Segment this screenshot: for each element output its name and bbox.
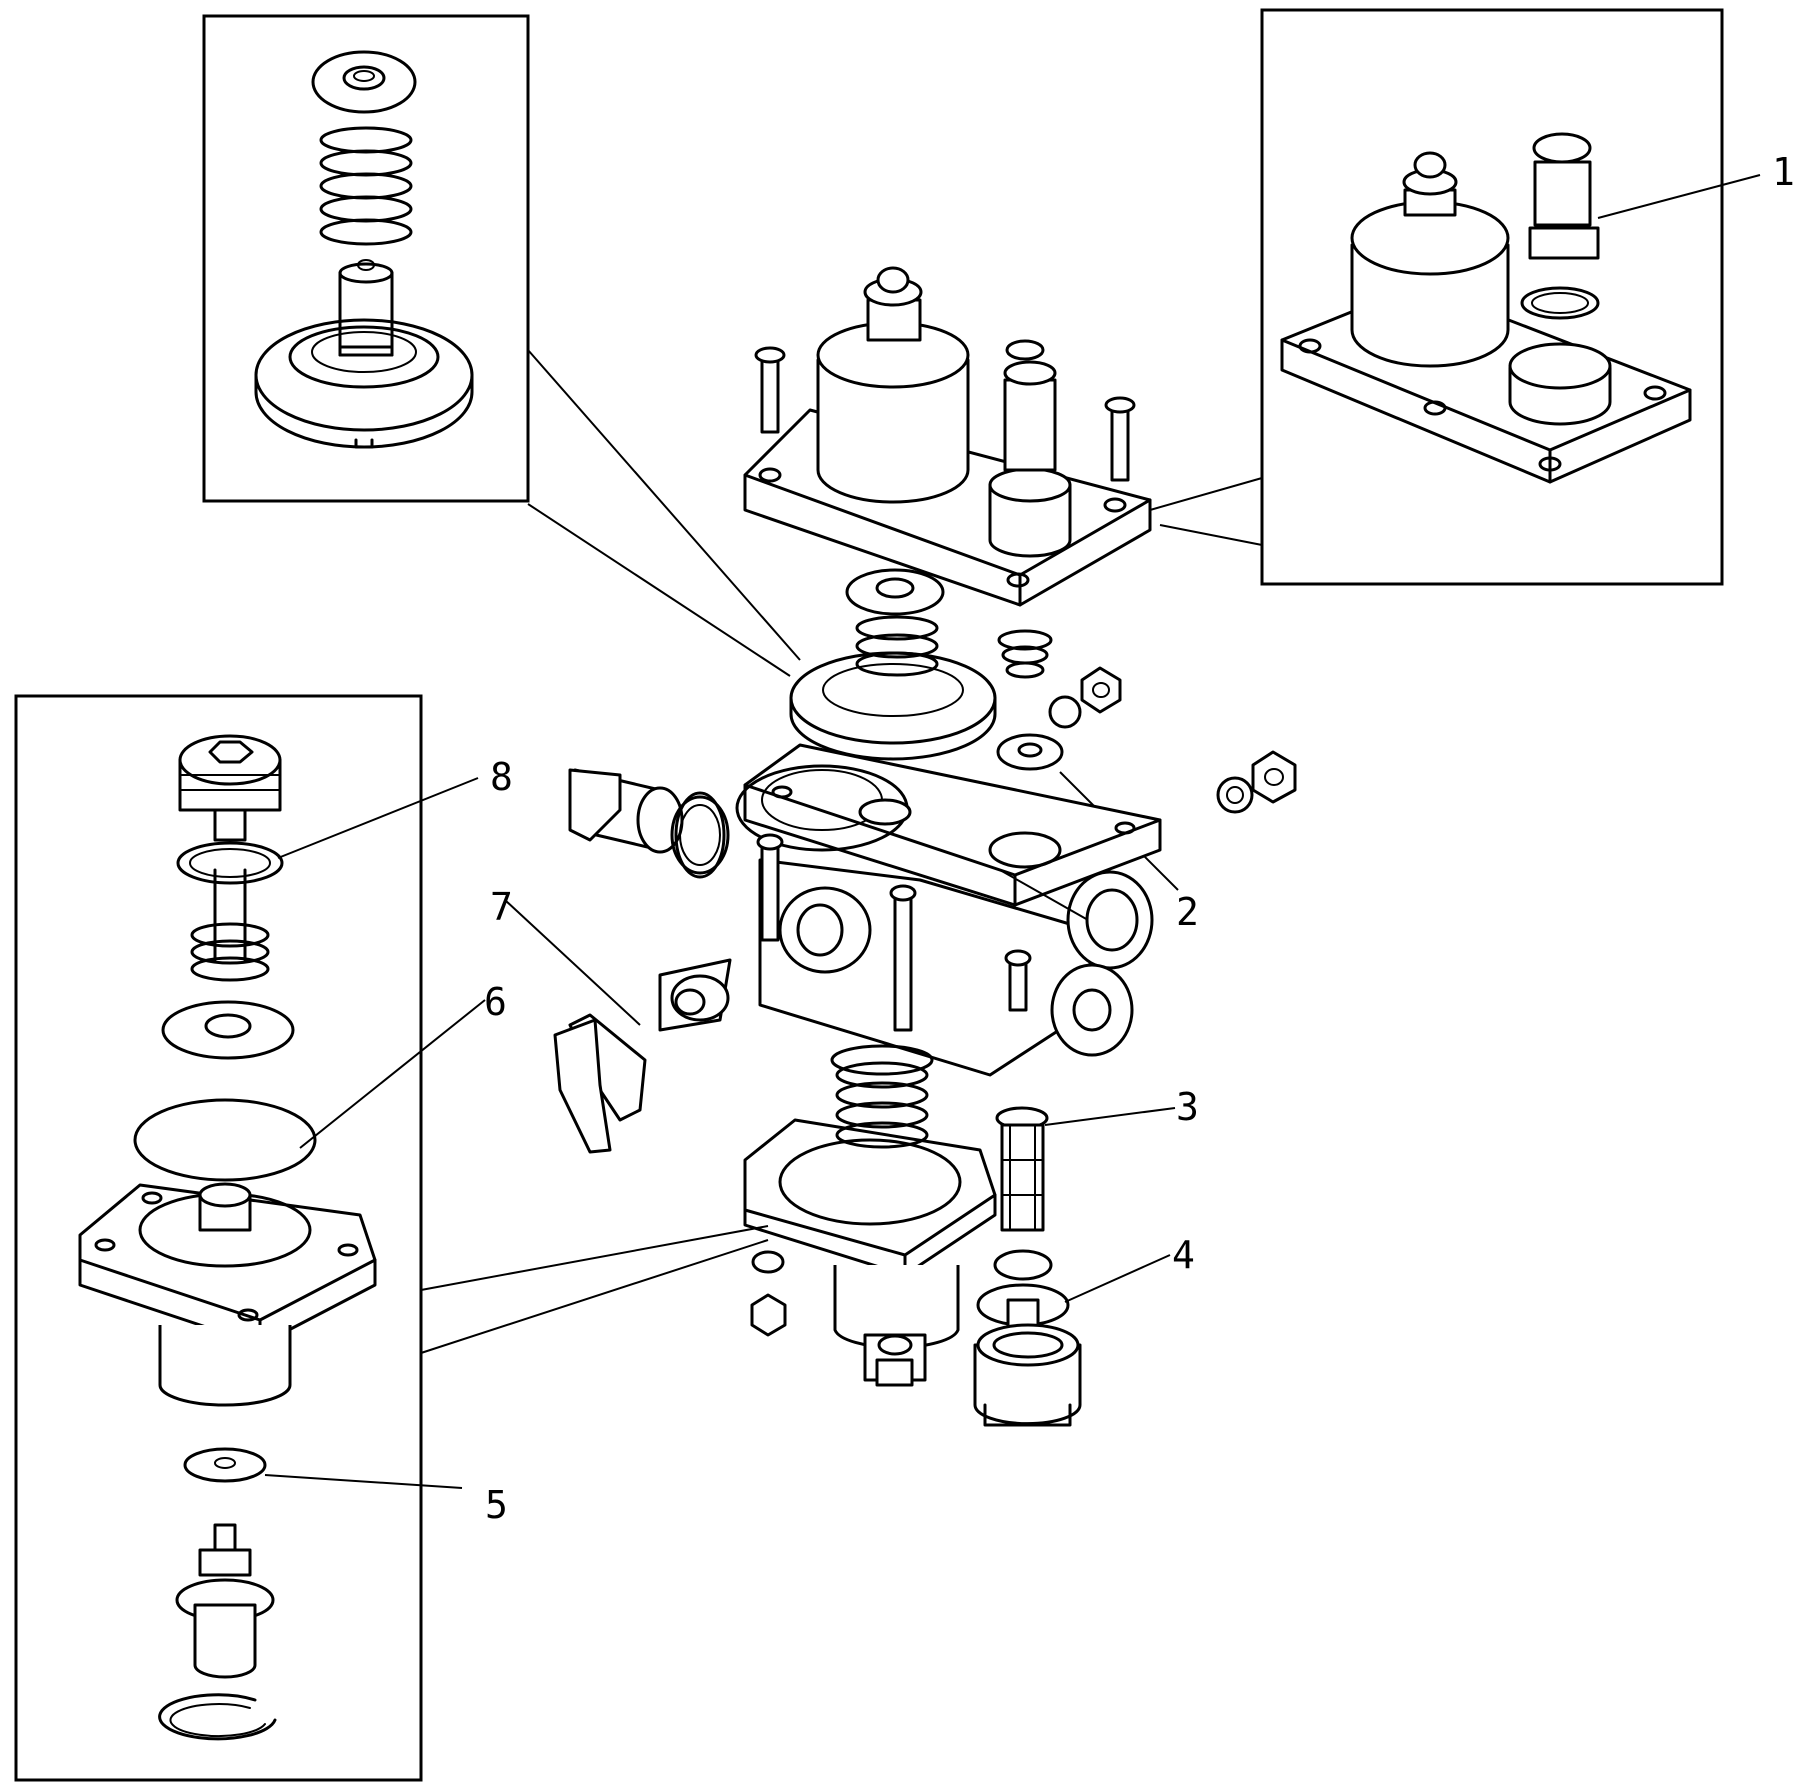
callout-5: 5 xyxy=(485,1483,508,1527)
callout-7: 7 xyxy=(490,885,513,929)
callout-4: 4 xyxy=(1172,1233,1195,1277)
callout-6: 6 xyxy=(484,980,507,1024)
callout-labels: 1 2 3 4 5 6 7 8 xyxy=(484,150,1795,1527)
detail-frame-top-right xyxy=(1260,8,1761,586)
main-assembly xyxy=(504,266,1297,1427)
detail-frame-left xyxy=(14,694,769,1782)
detail-frame-top-left xyxy=(202,14,530,503)
callout-1: 1 xyxy=(1772,150,1795,194)
callout-8: 8 xyxy=(490,755,513,799)
callout-3: 3 xyxy=(1176,1085,1199,1129)
callout-2: 2 xyxy=(1176,890,1199,934)
